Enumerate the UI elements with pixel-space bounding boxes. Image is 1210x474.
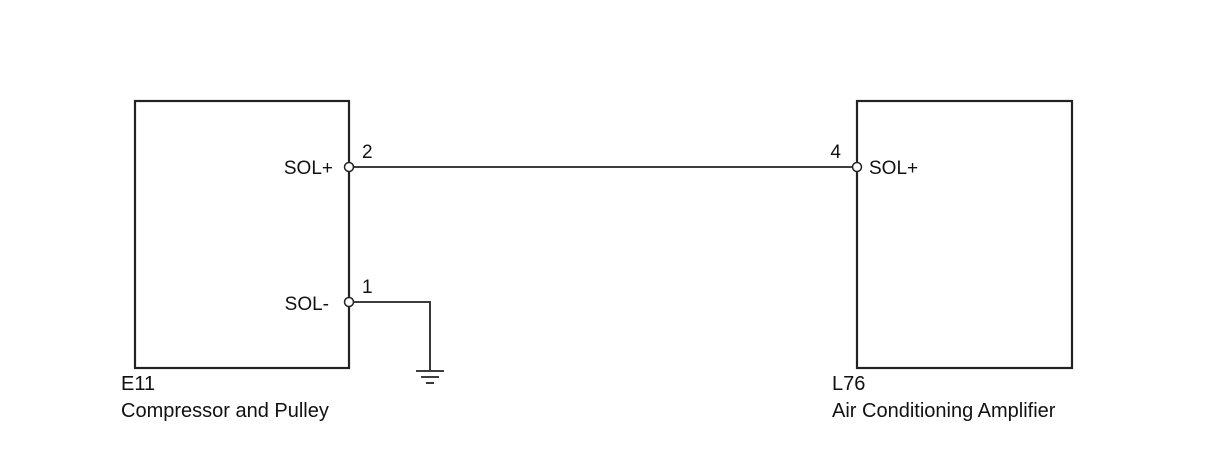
compressor-pin-sol-plus-label: SOL+ bbox=[284, 158, 333, 179]
amplifier-name: Air Conditioning Amplifier bbox=[832, 400, 1056, 422]
amplifier-code: L76 bbox=[832, 373, 865, 395]
amplifier-pin-4-number: 4 bbox=[830, 142, 841, 163]
amplifier-pin-sol-plus-label: SOL+ bbox=[869, 158, 918, 179]
compressor-pin-sol-minus-label: SOL- bbox=[285, 294, 329, 315]
component-air-conditioning-amplifier: SOL+ 4 L76 Air Conditioning Amplifier bbox=[830, 99, 1074, 422]
amplifier-box bbox=[855, 99, 1074, 370]
compressor-box bbox=[133, 99, 351, 370]
terminal-compressor-pin-1-icon bbox=[343, 296, 355, 308]
compressor-pin-1-number: 1 bbox=[362, 277, 373, 298]
component-compressor-and-pulley: SOL+ 2 SOL- 1 E11 Compressor and Pulley bbox=[121, 99, 373, 422]
compressor-code: E11 bbox=[121, 373, 155, 395]
compressor-pin-2-number: 2 bbox=[362, 142, 373, 163]
compressor-name: Compressor and Pulley bbox=[121, 400, 329, 422]
ground-icon bbox=[416, 370, 444, 384]
wire-sol-minus-to-ground bbox=[349, 301, 431, 370]
terminal-compressor-pin-2-icon bbox=[343, 161, 355, 173]
terminal-amplifier-pin-4-icon bbox=[851, 161, 863, 173]
